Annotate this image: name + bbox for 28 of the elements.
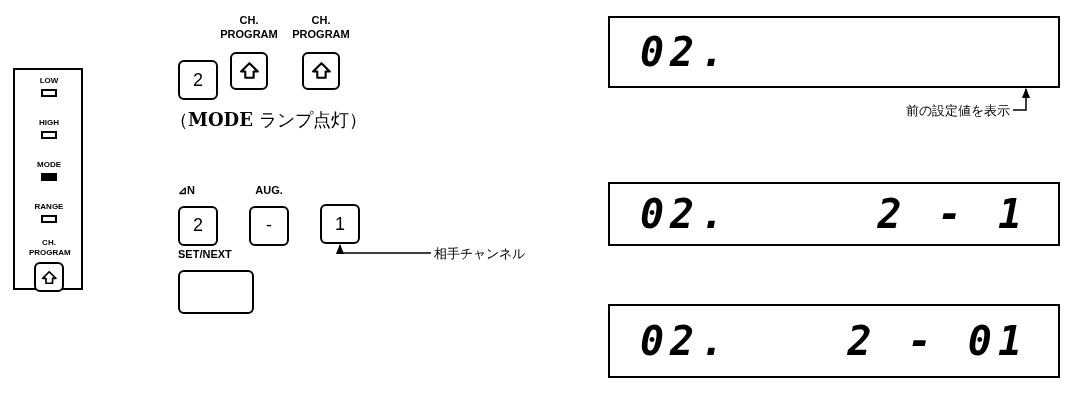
key-button: 2 xyxy=(178,205,218,246)
key-label: CH. PROGRAM xyxy=(219,14,279,42)
key-label: AUG. xyxy=(255,184,283,198)
display-digits: 02. xyxy=(640,190,731,239)
leader-line xyxy=(335,243,432,255)
annotation-text: 相手チャンネル xyxy=(434,246,525,261)
lamp-label: HIGH xyxy=(39,118,59,128)
mode-lamp-note: （MODE ランプ点灯） xyxy=(170,108,367,132)
key-button: 2 xyxy=(178,60,218,100)
display-digits: 02. xyxy=(640,28,731,77)
lamp-label: MODE xyxy=(37,160,61,170)
lamp-label: LOW xyxy=(39,76,59,86)
key-label: CH. PROGRAM xyxy=(291,14,351,42)
lcd-display xyxy=(608,16,1060,88)
key-button: 1 xyxy=(320,204,360,244)
display-digits: 2 - 01 xyxy=(847,317,1028,366)
indicator-panel xyxy=(13,68,83,290)
display-digits: 2 - 1 xyxy=(877,190,1028,239)
key-button: - xyxy=(249,205,289,246)
key-label: ⊿N xyxy=(178,184,195,198)
lcd-display xyxy=(608,304,1060,378)
annotation-text: 前の設定値を表示 xyxy=(906,103,1010,118)
leader-line xyxy=(1012,87,1031,111)
key-label: SET/NEXT xyxy=(178,248,232,262)
key-label: CH. PROGRAM xyxy=(29,238,69,258)
lcd-display xyxy=(608,182,1060,246)
lamp-label: RANGE xyxy=(34,202,64,212)
display-digits: 02. xyxy=(640,317,731,366)
